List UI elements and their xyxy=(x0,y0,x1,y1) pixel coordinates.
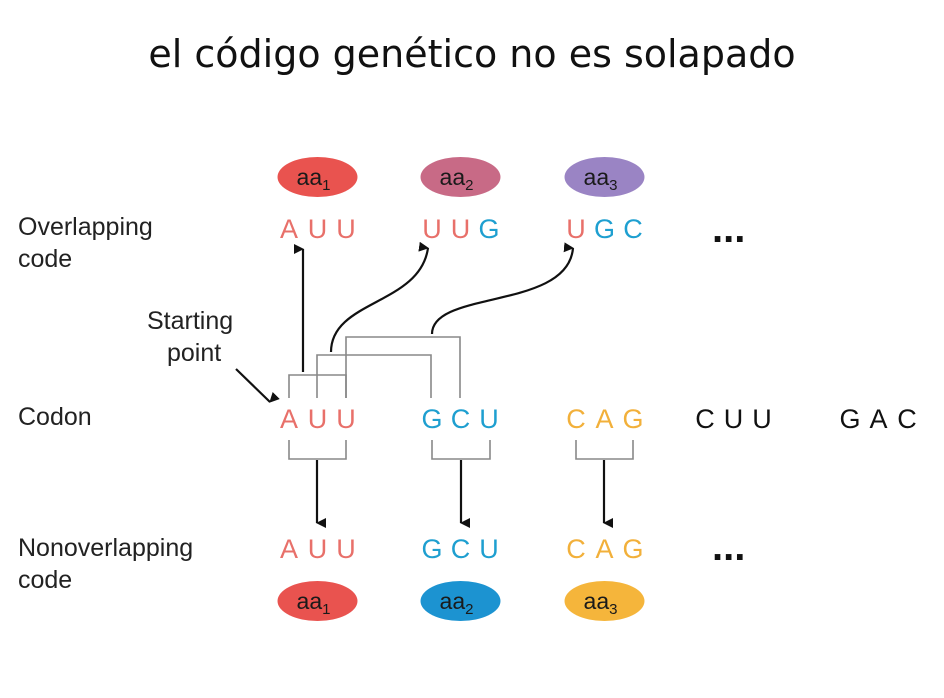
overlap-aa1-ellipse xyxy=(277,157,358,197)
overlap-codon1-base3: U xyxy=(336,214,356,244)
codon-lower-brackets xyxy=(288,440,634,460)
nonoverlap-aa3-ellipse xyxy=(564,581,645,621)
overlap-codon1-base1: A xyxy=(280,214,298,244)
overlap-codon1-base2: U xyxy=(308,214,328,244)
nonoverlapping-label-line2: code xyxy=(18,566,73,594)
codon-codon5-base3: C xyxy=(897,404,917,434)
overlap-arrow-2 xyxy=(329,241,430,353)
codon-codon4-base1: C xyxy=(695,404,715,434)
starting-point-label-line1: Starting xyxy=(147,307,234,335)
codon-codon5-base2: A xyxy=(869,404,887,434)
overlap-brackets xyxy=(288,336,461,398)
codon-codon2-base1: G xyxy=(421,404,442,434)
overlap-aa3-label: aa3 xyxy=(584,164,618,194)
nonoverlap-aa2-ellipse xyxy=(420,581,501,621)
codon-codon1-base1: A xyxy=(280,404,298,434)
nonoverlap-ellipsis: ... xyxy=(712,525,745,569)
nonoverlap-aa1-label: aa1 xyxy=(297,588,331,618)
nonoverlap-aa3-label: aa3 xyxy=(584,588,618,618)
nonoverlap-codon3-base2: A xyxy=(595,534,613,564)
nonoverlap-codon2-base3: U xyxy=(479,534,499,564)
overlap-aa3-ellipse xyxy=(564,157,645,197)
overlap-arrows xyxy=(294,241,575,372)
nonoverlap-codon1-base3: U xyxy=(336,534,356,564)
nonoverlap-aa2-label: aa2 xyxy=(440,588,474,618)
nonoverlap-codon2-base1: G xyxy=(421,534,442,564)
nonoverlap-aa1-ellipse xyxy=(277,581,358,621)
overlapping-label-line1: Overlapping xyxy=(18,213,153,241)
overlap-codon3-base1: U xyxy=(566,214,586,244)
codon-codon2-base2: C xyxy=(451,404,471,434)
codon-label: Codon xyxy=(18,403,92,431)
codon-codon1-base2: U xyxy=(308,404,328,434)
nonoverlap-arrows xyxy=(315,460,613,528)
overlapping-label-line2: code xyxy=(18,245,73,273)
codon2-lower-bracket xyxy=(431,440,491,460)
nonoverlap-codon3-base1: C xyxy=(566,534,586,564)
starting-point-arrow xyxy=(235,368,280,403)
overlap-codon3-base2: G xyxy=(594,214,615,244)
codon-codon4-base2: U xyxy=(724,404,744,434)
page-title: el código genético no es solapado xyxy=(148,32,796,76)
overlap-codon2-base2: U xyxy=(451,214,471,244)
starting-point-label-line2: point xyxy=(167,339,222,367)
overlap-aa1-label: aa1 xyxy=(297,164,331,194)
codon-codon5-base1: G xyxy=(839,404,860,434)
overlap-arrow-3 xyxy=(430,242,575,335)
nonoverlap-codon3-base3: G xyxy=(622,534,643,564)
codon-codon2-base3: U xyxy=(479,404,499,434)
frame3-bracket xyxy=(345,336,461,398)
codon-codon1-base3: U xyxy=(336,404,356,434)
overlap-aa2-label: aa2 xyxy=(440,164,474,194)
codon-codon3-base2: A xyxy=(595,404,613,434)
nonoverlap-codon2-base2: C xyxy=(451,534,471,564)
codon-codon3-base3: G xyxy=(622,404,643,434)
codon-codon3-base1: C xyxy=(566,404,586,434)
overlap-codon2-base3: G xyxy=(478,214,499,244)
frame2-bracket xyxy=(316,354,432,398)
overlap-aa2-ellipse xyxy=(420,157,501,197)
codon1-lower-bracket xyxy=(288,440,347,460)
nonoverlap-codon1-base1: A xyxy=(280,534,298,564)
overlap-ellipsis: ... xyxy=(712,207,745,251)
overlap-codon2-base1: U xyxy=(422,214,442,244)
codon-codon4-base3: U xyxy=(752,404,772,434)
overlap-codon3-base3: C xyxy=(623,214,643,244)
nonoverlap-codon1-base2: U xyxy=(308,534,328,564)
nonoverlapping-label-line1: Nonoverlapping xyxy=(18,534,194,562)
codon3-lower-bracket xyxy=(575,440,634,460)
